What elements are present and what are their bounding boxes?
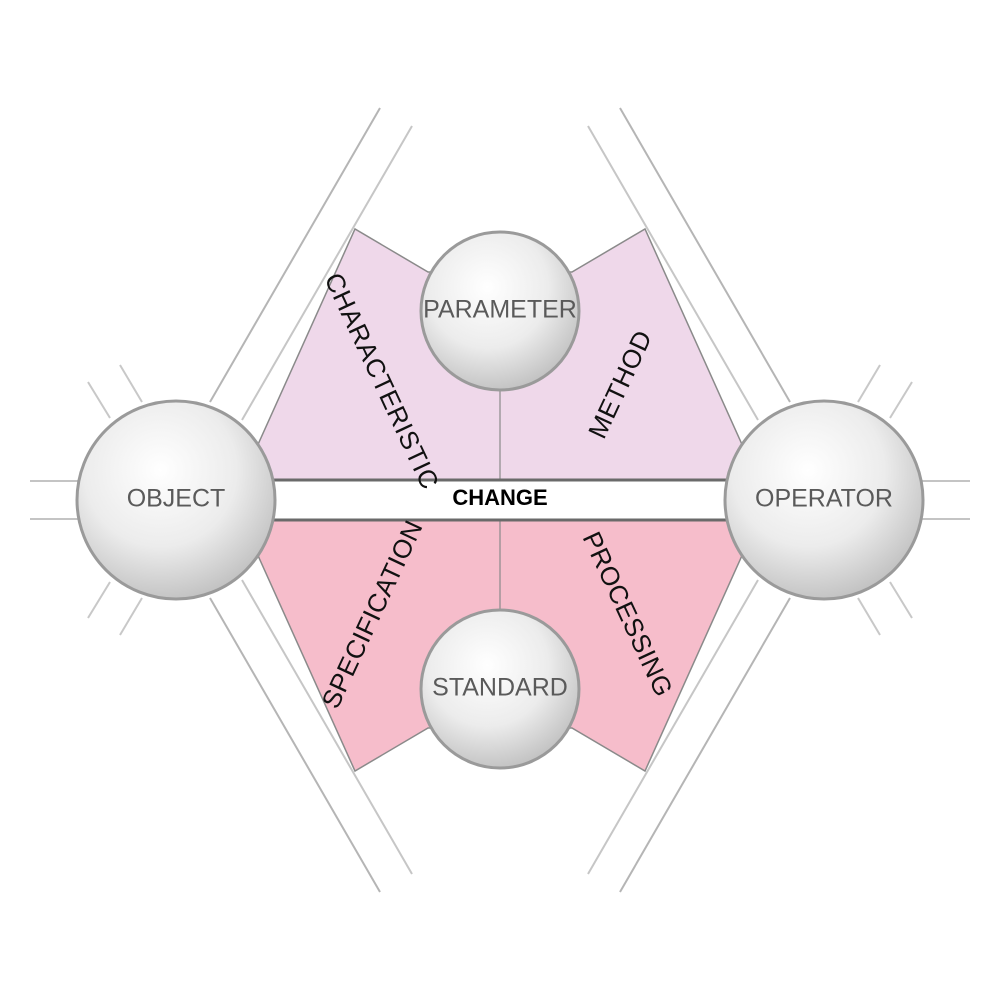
outer-guide-lines	[30, 107, 970, 893]
object-label: OBJECT	[127, 485, 226, 513]
operator-label: OPERATOR	[755, 485, 893, 513]
parameter-node: PARAMETER	[419, 230, 581, 392]
standard-node: STANDARD	[419, 608, 581, 770]
operator-node: OPERATOR	[723, 399, 925, 601]
change-band	[260, 480, 740, 520]
parameter-label: PARAMETER	[423, 296, 577, 324]
standard-label: STANDARD	[432, 674, 568, 702]
object-node: OBJECT	[75, 399, 277, 601]
change-label: CHANGE	[452, 485, 547, 510]
